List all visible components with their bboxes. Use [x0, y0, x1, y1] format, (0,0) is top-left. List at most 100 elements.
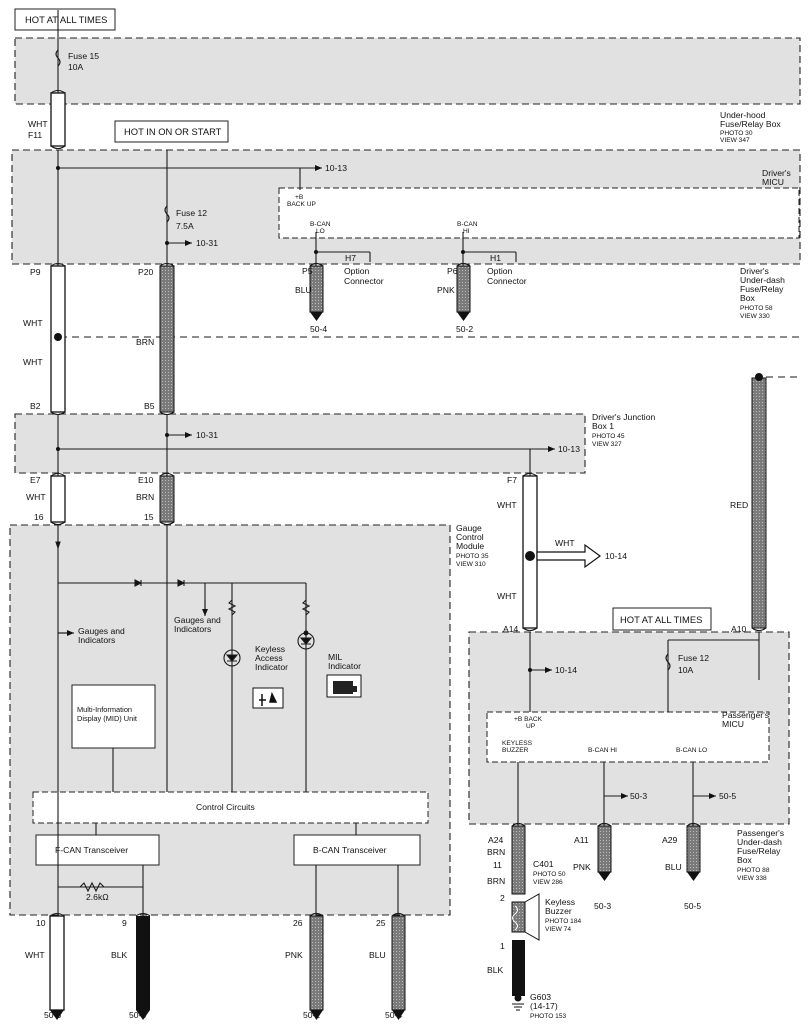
gauges-2-b: Indicators: [174, 624, 211, 634]
drv-jb-view: VIEW 327: [592, 441, 622, 448]
ref-10-14-b: 10-14: [555, 665, 577, 675]
drv-ud-photo: PHOTO 58: [740, 305, 773, 312]
buzzer-photo: PHOTO 184: [545, 918, 581, 925]
c401-name: C401: [533, 859, 554, 869]
ref-50-2-a: 50-2: [456, 324, 473, 334]
buzzer-body: [511, 901, 526, 933]
wire-pnk-3: PNK: [573, 862, 591, 872]
wire-end-arrows: [50, 312, 700, 1020]
fcan-transceiver-box: [35, 834, 160, 866]
underhood-line2: Fuse/Relay Box: [720, 119, 781, 129]
wire-blu-3: BLU: [665, 862, 682, 872]
pass-backup-2: UP: [526, 723, 536, 730]
ref-50-3-b: 50-3: [594, 901, 611, 911]
drv-backup-2: BACK UP: [287, 201, 317, 208]
driver-micu-box: [278, 187, 800, 239]
underhood-fuse-box: [14, 37, 801, 105]
pass-ud-line4: Box: [737, 855, 753, 865]
underhood-line1: Under-hood: [720, 110, 766, 120]
mil-1: MIL: [328, 652, 343, 662]
ground-name: G603: [530, 992, 551, 1002]
ref-50-2-b: 50-2: [303, 1010, 320, 1020]
wire-brn-3: BRN: [487, 847, 505, 857]
hot-at-all-times-label-2: HOT AT ALL TIMES: [620, 614, 702, 625]
drv-ud-line1: Driver's: [740, 266, 769, 276]
conn-e10: E10: [138, 475, 154, 485]
keyless-buzzer-icon: [524, 893, 540, 941]
black-wires: [136, 916, 525, 1010]
fuse12-pass-rating: 10A: [678, 665, 694, 675]
opt-conn-2a: Option: [487, 266, 513, 276]
fuse12-pass-name: Fuse 12: [678, 653, 709, 663]
ground-point: [514, 994, 522, 1002]
ref-10-14-a: 10-14: [605, 551, 627, 561]
conn-a11: A11: [574, 835, 589, 845]
keyless-ind-1: Keyless: [255, 644, 285, 654]
pass-backup: +B BACK: [514, 716, 543, 723]
fuse15-rating: 10A: [68, 62, 84, 72]
ref-50-4-a: 50-4: [310, 324, 327, 334]
fuse12-drv-rating: 7.5A: [176, 221, 194, 231]
pin-26: 26: [293, 918, 303, 928]
buzzer-line1: Keyless: [545, 897, 575, 907]
pass-bcan-lo: B-CAN LO: [676, 747, 707, 754]
drv-ud-line2: Under-dash: [740, 275, 785, 285]
pass-ud-line3: Fuse/Relay: [737, 846, 781, 856]
ref-arrows: [58, 165, 716, 799]
ref-10-31-b: 10-31: [196, 430, 218, 440]
resistor-label: 2.6kΩ: [86, 892, 109, 902]
control-circuits-box: [32, 791, 429, 824]
conn-b5: B5: [144, 401, 155, 411]
driver-junction-box: [14, 413, 586, 474]
drv-jb-line2: Box 1: [592, 421, 614, 431]
conn-a10: A10: [731, 624, 747, 634]
wire-blk-2: BLK: [487, 965, 504, 975]
bcan-transceiver-box: [293, 834, 421, 866]
pin-25: 25: [376, 918, 386, 928]
drv-ud-line4: Box: [740, 293, 756, 303]
ref-50-8: 50-8: [129, 1010, 146, 1020]
pass-ud-photo: PHOTO 88: [737, 867, 770, 874]
pass-ud-view: VIEW 338: [737, 875, 767, 882]
pass-keyless-1: KEYLESS: [502, 740, 533, 747]
gauges-1-b: Indicators: [78, 635, 115, 645]
wire-pnk-1: PNK: [437, 285, 455, 295]
gauge-line1: Gauge: [456, 523, 482, 533]
conn-h1: H1: [490, 253, 501, 263]
pin-9: 9: [122, 918, 127, 928]
conn-a14: A14: [503, 624, 519, 634]
conn-p5: P5: [302, 266, 313, 276]
drv-bcan-lo-2: LO: [316, 228, 325, 235]
pin-10: 10: [36, 918, 46, 928]
hot-in-on-tag: [114, 120, 229, 143]
wire-wht-7: WHT: [497, 591, 517, 601]
buzzer-view: VIEW 74: [545, 926, 571, 933]
ground-photo: PHOTO 153: [530, 1013, 566, 1020]
pin-11: 11: [493, 860, 502, 870]
conn-f7: F7: [507, 475, 517, 485]
mid-1: Multi-Information: [77, 705, 132, 714]
wire-wht-1: WHT: [28, 119, 48, 129]
hot-at-all-times-label: HOT AT ALL TIMES: [25, 14, 107, 25]
pin-16: 16: [34, 512, 44, 522]
pass-micu-line1: Passenger's: [722, 710, 769, 720]
conn-b2: B2: [30, 401, 41, 411]
conn-p9: P9: [30, 267, 41, 277]
fuse12-drv-name: Fuse 12: [176, 208, 207, 218]
pin-2: 2: [500, 893, 505, 903]
drv-bcan-lo-1: B-CAN: [310, 221, 331, 228]
keyless-ind-2: Access: [255, 653, 283, 663]
fcan-label: F-CAN Transceiver: [55, 845, 128, 855]
keyless-ind-3: Indicator: [255, 662, 288, 672]
wire-wht-6: WHT: [555, 538, 575, 548]
mid-2: Display (MID) Unit: [77, 714, 137, 723]
ref-10-13-b: 10-13: [558, 444, 580, 454]
mil-2: Indicator: [328, 661, 361, 671]
wire-blu-2: BLU: [369, 950, 386, 960]
hot-at-all-times-tag-2: [612, 607, 712, 631]
buzzer-line2: Buzzer: [545, 906, 572, 916]
opt-conn-1b: Connector: [344, 276, 384, 286]
wire-brn-4: BRN: [487, 876, 505, 886]
